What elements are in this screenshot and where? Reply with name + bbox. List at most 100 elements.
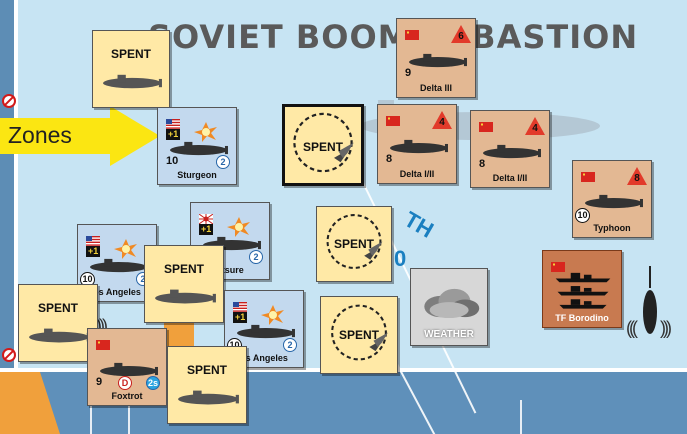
diesel-badge: D <box>118 376 132 390</box>
firing-flash-icon <box>194 122 218 147</box>
threat-triangle-icon <box>525 117 545 135</box>
submarine-icon <box>235 322 296 345</box>
firing-flash-icon <box>261 305 285 330</box>
attack-modifier: +1 <box>199 224 214 235</box>
zone-boundary-line <box>14 0 18 434</box>
unit-name: Typhoon <box>593 223 631 233</box>
spent-label: SPENT <box>186 363 227 377</box>
counter-spent-7[interactable]: SPENT <box>167 346 247 424</box>
map-border <box>0 0 14 434</box>
sonar-signal-icon: ))) <box>660 318 672 338</box>
counter-spent-6[interactable]: SPENT <box>320 296 398 374</box>
us-flag-icon <box>166 116 180 129</box>
zone-marker-arrow <box>0 372 60 434</box>
aircraft-dashed-circle-icon <box>290 110 356 181</box>
submarine-icon <box>98 360 159 383</box>
detection-badge: 2 <box>283 338 297 352</box>
counter-spent-5[interactable]: SPENT <box>18 284 98 362</box>
restricted-zone-icon <box>2 348 16 362</box>
counter-spent-1[interactable]: SPENT <box>92 30 170 108</box>
counter-weather[interactable]: WEATHER <box>410 268 488 346</box>
grid-line <box>520 400 522 434</box>
attack-modifier: +1 <box>166 129 181 140</box>
spent-label: SPENT <box>302 140 343 154</box>
soviet-flag-icon <box>96 337 110 350</box>
unit-name: Delta III <box>419 83 452 93</box>
spent-label: SPENT <box>37 301 78 315</box>
spent-label: SPENT <box>163 262 204 276</box>
unit-name: os Angeles <box>240 353 288 363</box>
unit-name: Foxtrot <box>111 391 143 401</box>
counter-spent-4[interactable]: SPENT <box>144 245 224 323</box>
threat-triangle-icon <box>432 111 452 129</box>
counter-tf-borodino[interactable]: TF Borodino <box>542 250 622 328</box>
submarine-icon <box>407 51 468 74</box>
us-flag-icon <box>233 299 247 312</box>
unit-strength: 10 <box>575 208 590 223</box>
sonobuoy-icon <box>643 266 657 334</box>
unit-name: Delta I/II <box>399 169 435 179</box>
spent-label: SPENT <box>338 328 379 342</box>
zones-label: Zones <box>8 122 72 148</box>
soviet-flag-icon <box>551 259 565 272</box>
unit-strength: 10 <box>166 155 179 167</box>
track-digit: 0 <box>394 246 407 271</box>
submarine-icon <box>153 285 217 312</box>
unit-name: iftsure <box>216 265 244 275</box>
attack-modifier: +1 <box>233 312 248 323</box>
aircraft-dashed-circle-icon <box>328 302 390 369</box>
spent-label: SPENT <box>333 237 374 251</box>
unit-name: Delta I/II <box>492 173 528 183</box>
threat-value: 8 <box>634 173 640 184</box>
spent-label: SPENT <box>110 47 151 61</box>
submarine-icon <box>27 324 91 351</box>
submarine-icon <box>101 70 163 97</box>
firing-flash-icon <box>114 239 138 264</box>
counter-spent-3[interactable]: SPENT <box>316 206 392 282</box>
detection-badge: 2 <box>249 250 263 264</box>
threat-value: 4 <box>439 117 445 128</box>
submarine-icon <box>168 139 229 162</box>
sonar-signal-icon: ((( <box>626 318 638 338</box>
submarine-icon <box>481 142 542 165</box>
counter-spent-2[interactable]: SPENT <box>282 104 364 186</box>
cloud-icon <box>419 285 481 326</box>
us-flag-icon <box>86 233 100 246</box>
unit-strength: 9 <box>405 67 412 79</box>
soviet-flag-icon <box>479 119 493 132</box>
soviet-flag-icon <box>405 27 419 40</box>
unit-name: TF Borodino <box>555 313 609 323</box>
unit-name: Sturgeon <box>177 170 217 180</box>
attack-modifier: +1 <box>86 246 101 257</box>
threat-triangle-icon <box>451 25 471 43</box>
board-title: SOVIET BOOMER BASTION <box>148 18 639 56</box>
sonar-signal-icon: ))) <box>96 316 108 336</box>
threat-value: 6 <box>458 31 464 42</box>
unit-strength: 8 <box>386 153 393 165</box>
uk-flag-icon <box>198 211 214 225</box>
unit-strength: 9 <box>96 376 103 388</box>
unit-strength: 8 <box>479 158 486 170</box>
submarine-icon <box>176 386 240 413</box>
unit-name: os Angeles <box>93 287 141 297</box>
restricted-zone-icon <box>2 94 16 108</box>
grid-line <box>128 400 130 434</box>
weather-label: WEATHER <box>424 329 474 340</box>
zones-arrow-icon <box>0 106 160 166</box>
soviet-flag-icon <box>386 113 400 126</box>
submarine-icon <box>583 192 644 215</box>
track-label: TH <box>399 206 438 243</box>
firing-flash-icon <box>227 217 251 242</box>
soviet-flag-icon <box>581 169 595 182</box>
threat-value: 4 <box>532 123 538 134</box>
threat-triangle-icon <box>627 167 647 185</box>
detection-badge: 2 <box>216 155 230 169</box>
aircraft-dashed-circle-icon <box>324 211 385 277</box>
